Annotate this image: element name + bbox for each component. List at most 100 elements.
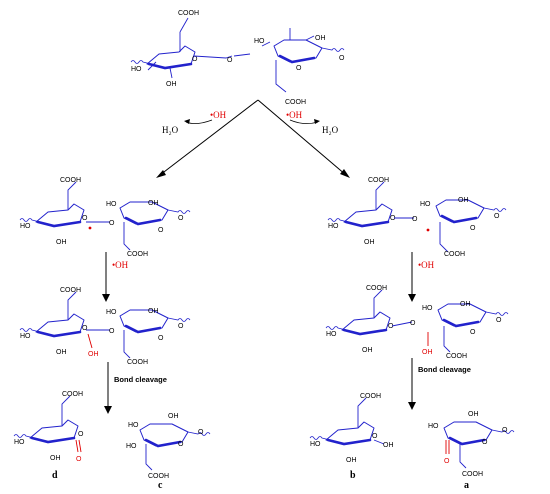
terminal-oxygen-label: O xyxy=(178,323,184,330)
new-oh-label: OH xyxy=(422,349,433,356)
cooh-label: COOH xyxy=(285,99,306,106)
glycosidic-oxygen-label: O xyxy=(410,320,416,327)
arrowhead xyxy=(408,294,416,302)
disaccharide-top: COOH HO OH O O HO OH O O COOH xyxy=(129,10,346,106)
new-oh-label: OH xyxy=(88,351,99,358)
anomeric-oh-label: OH xyxy=(383,442,394,449)
glycosidic-oxygen-label: O xyxy=(412,216,418,223)
oh-label: OH xyxy=(56,239,67,246)
water-left: H₂O xyxy=(162,125,179,135)
oh-radical-left: •OH xyxy=(210,110,227,120)
arrow-to-left-path xyxy=(159,99,259,176)
oh-label: OH xyxy=(168,413,179,420)
terminal-oxygen-label: O xyxy=(494,213,500,220)
ring-oxygen-label: O xyxy=(388,323,394,330)
ring-oxygen-label: O xyxy=(82,325,88,332)
oh-label: OH xyxy=(364,239,375,246)
oh-radical-right-step: •OH xyxy=(418,260,435,270)
arrowhead xyxy=(340,169,350,178)
ho-label: HO xyxy=(126,443,137,450)
product-b: COOH HO OH O OH xyxy=(308,393,394,464)
oh-label: OH xyxy=(166,81,177,88)
glycosidic-oxygen-label: O xyxy=(227,57,233,64)
ring-oxygen-label: O xyxy=(296,65,302,72)
ring-oxygen-label: O xyxy=(372,433,378,440)
curve-arrowhead xyxy=(184,119,190,124)
cooh-label: COOH xyxy=(60,287,81,294)
radical-intermediate-left: COOH HO OH O O HO OH O O COOH xyxy=(18,177,192,258)
ring-oxygen-label: O xyxy=(158,227,164,234)
ho-label: HO xyxy=(420,201,431,208)
bond-cleavage-label-left: Bond cleavage xyxy=(114,375,167,384)
ring-oxygen-label: O xyxy=(192,56,198,63)
ring-oxygen-label: O xyxy=(470,225,476,232)
ring-oxygen-label: O xyxy=(158,335,164,342)
hydroxylated-intermediate-right: COOH HO OH O O OH HO OH O O COOH xyxy=(324,285,510,360)
oh-label: OH xyxy=(460,301,471,308)
ring-oxygen-label: O xyxy=(82,215,88,222)
oh-label: OH xyxy=(56,349,67,356)
carbonyl-bond xyxy=(445,440,450,454)
ho-label: HO xyxy=(20,333,31,340)
product-label-c: c xyxy=(158,480,163,491)
product-label-a: a xyxy=(464,480,469,491)
radical-dot xyxy=(426,228,430,232)
oh-label: OH xyxy=(362,347,373,354)
cooh-label: COOH xyxy=(446,353,467,360)
glycosidic-oxygen-label: O xyxy=(109,328,115,335)
terminal-oxygen-label: O xyxy=(339,55,345,62)
ho-label: HO xyxy=(326,331,337,338)
abstraction-curve-left xyxy=(185,119,213,124)
ho-label: HO xyxy=(254,38,265,45)
hydroxylated-intermediate-left: COOH HO OH O OH O HO OH O O COOH xyxy=(18,287,192,366)
arrowhead xyxy=(102,294,110,302)
oh-radical-right: •OH xyxy=(286,110,303,120)
oh-label: OH xyxy=(50,455,61,462)
oh-label: OH xyxy=(148,200,159,207)
carbonyl-oxygen-label: O xyxy=(444,458,450,465)
cooh-label: COOH xyxy=(368,177,389,184)
product-a: HO OH O O O COOH xyxy=(428,411,516,478)
arrowhead xyxy=(408,402,416,410)
ring-oxygen-label: O xyxy=(78,431,84,438)
cooh-label: COOH xyxy=(444,251,465,258)
cooh-label: COOH xyxy=(60,177,81,184)
carbonyl-oxygen-label: O xyxy=(76,456,82,463)
ring-oxygen-label: O xyxy=(470,329,476,336)
product-d: COOH HO OH O O xyxy=(12,391,84,463)
ho-label: HO xyxy=(310,441,321,448)
bond-cleavage-label-right: Bond cleavage xyxy=(418,365,471,374)
oh-label: OH xyxy=(458,197,469,204)
cooh-label: COOH xyxy=(62,391,83,398)
abstraction-curve-right xyxy=(289,119,319,124)
cooh-label: COOH xyxy=(127,359,148,366)
ho-label: HO xyxy=(14,439,25,446)
product-label-b: b xyxy=(350,470,356,481)
ho-label: HO xyxy=(328,223,339,230)
new-oh-bond xyxy=(87,333,93,349)
radical-dot xyxy=(88,226,92,230)
water-right: H₂O xyxy=(322,125,339,135)
ho-label: HO xyxy=(128,422,139,429)
cooh-label: COOH xyxy=(178,10,199,17)
terminal-oxygen-label: O xyxy=(502,427,508,434)
ho-label: HO xyxy=(131,66,142,73)
oh-label: OH xyxy=(346,457,357,464)
carbonyl-bond xyxy=(75,439,82,453)
oh-label: OH xyxy=(468,411,479,418)
ho-label: HO xyxy=(20,223,31,230)
cooh-label: COOH xyxy=(127,251,148,258)
ho-label: HO xyxy=(106,201,117,208)
terminal-oxygen-label: O xyxy=(496,317,502,324)
oh-label: OH xyxy=(315,35,326,42)
cooh-label: COOH xyxy=(360,393,381,400)
oh-label: OH xyxy=(148,308,159,315)
ring-oxygen-label: O xyxy=(390,215,396,222)
terminal-oxygen-label: O xyxy=(198,429,204,436)
product-c: HO HO OH O O COOH xyxy=(126,413,212,480)
ring-oxygen-label: O xyxy=(178,441,184,448)
terminal-oxygen-label: O xyxy=(178,215,184,222)
ho-label: HO xyxy=(428,423,439,430)
cooh-label: COOH xyxy=(148,473,169,480)
